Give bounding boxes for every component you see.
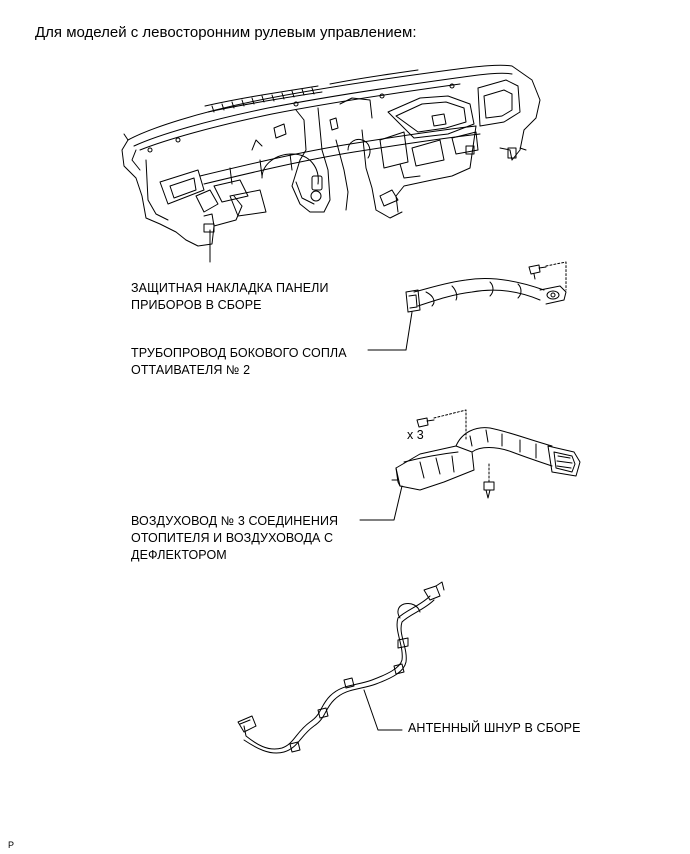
side-defroster-duct-illustration xyxy=(367,261,567,351)
label-instrument-panel: ЗАЩИТНАЯ НАКЛАДКА ПАНЕЛИ ПРИБОРОВ В СБОР… xyxy=(131,280,329,314)
label-line: ОТТАИВАТЕЛЯ № 2 xyxy=(131,363,251,377)
corner-mark: P xyxy=(8,840,15,850)
quantity-label: x 3 xyxy=(407,428,424,442)
label-line: ПРИБОРОВ В СБОРЕ xyxy=(131,298,262,312)
label-antenna-cord: АНТЕННЫЙ ШНУР В СБОРЕ xyxy=(408,721,581,735)
label-line: ЗАЩИТНАЯ НАКЛАДКА ПАНЕЛИ xyxy=(131,281,329,295)
heater-duct-3-illustration xyxy=(359,409,581,521)
label-heater-duct-3: ВОЗДУХОВОД № 3 СОЕДИНЕНИЯ ОТОПИТЕЛЯ И ВО… xyxy=(131,513,338,564)
label-line: ТРУБОПРОВОД БОКОВОГО СОПЛА xyxy=(131,346,347,360)
label-line: ВОЗДУХОВОД № 3 СОЕДИНЕНИЯ xyxy=(131,514,339,528)
label-side-defroster-duct: ТРУБОПРОВОД БОКОВОГО СОПЛА ОТТАИВАТЕЛЯ №… xyxy=(131,345,347,379)
label-line: ДЕФЛЕКТОРОМ xyxy=(131,548,227,562)
antenna-cord-illustration xyxy=(237,581,445,754)
label-line: ОТОПИТЕЛЯ И ВОЗДУХОВОДА С xyxy=(131,531,334,545)
page-heading: Для моделей с левосторонним рулевым упра… xyxy=(35,24,417,41)
instrument-panel-illustration xyxy=(121,64,541,263)
